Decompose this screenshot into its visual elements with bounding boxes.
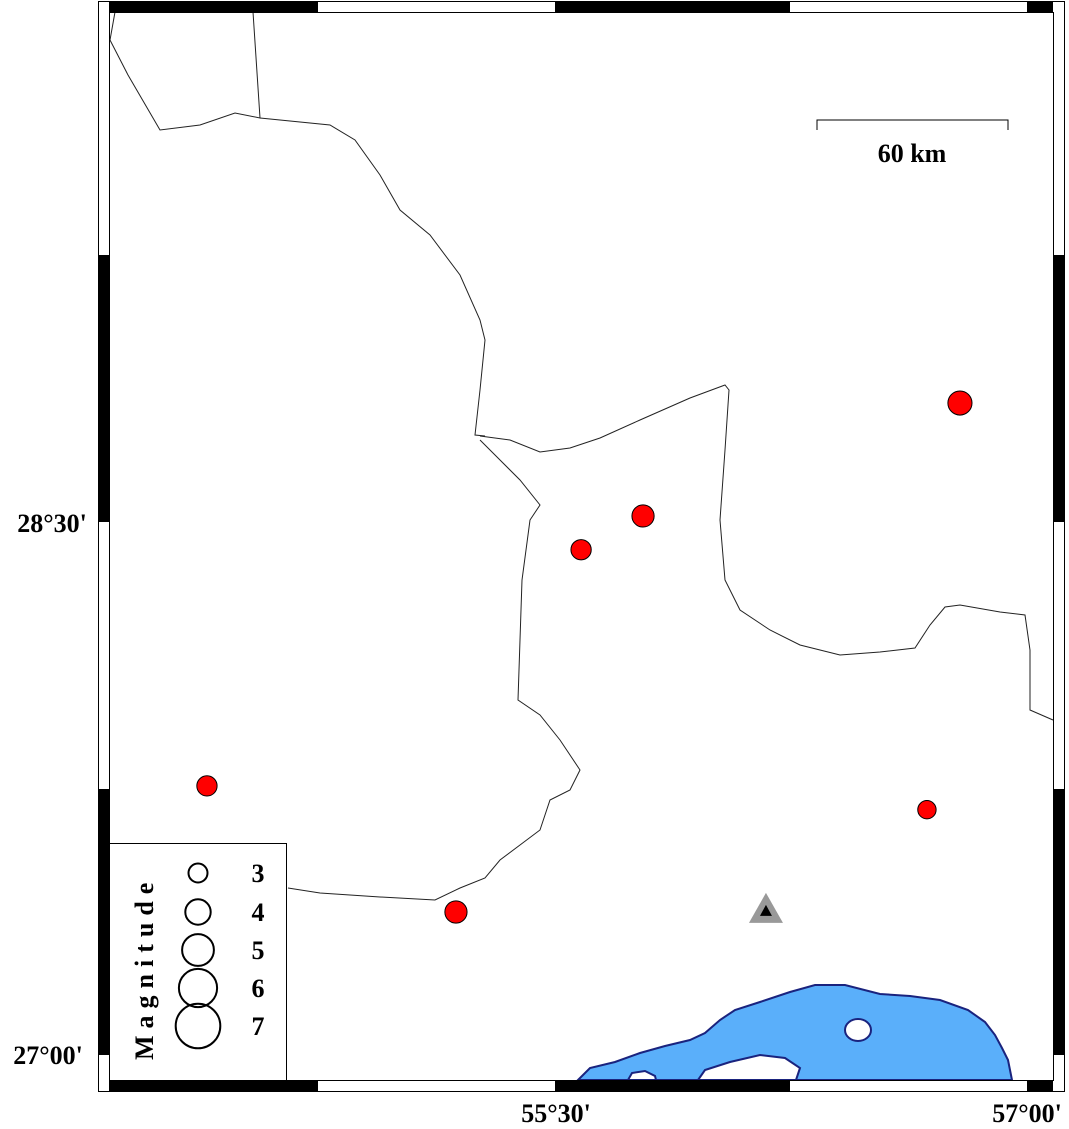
legend-label-4: 4	[252, 898, 265, 927]
earthquake-events	[196, 390, 973, 924]
earthquake-event-1	[196, 775, 218, 797]
legend-circle-5	[181, 933, 215, 967]
legend-circle-6	[177, 967, 219, 1009]
sea	[575, 984, 1014, 1081]
earthquake-event-2	[444, 900, 468, 924]
earthquake-event-3	[570, 539, 592, 561]
map-frame	[98, 1, 1065, 1092]
lon-label-right: 57°00'	[992, 1099, 1062, 1128]
island	[844, 1018, 872, 1042]
earthquake-event-4	[631, 504, 655, 528]
legend-circle-3	[187, 862, 209, 884]
legend-label-5: 5	[252, 936, 265, 965]
station-marker	[748, 892, 783, 923]
station-inner-icon	[759, 904, 772, 916]
lat-label-bottom: 27°00'	[13, 1041, 83, 1070]
legend-label-3: 3	[252, 859, 265, 888]
earthquake-event-6	[917, 800, 937, 820]
lat-label-top: 28°30'	[17, 509, 87, 538]
borders	[109, 11, 1054, 901]
scale-bar: 60 km	[816, 119, 1009, 168]
scale-bar-label: 60 km	[878, 139, 947, 168]
legend-title: Magnitude	[130, 876, 159, 1060]
legend-label-7: 7	[252, 1012, 265, 1041]
lon-label-left: 55°30'	[521, 1099, 591, 1128]
magnitude-legend: Magnitude 3 4 5 6 7	[109, 843, 287, 1081]
island	[696, 1053, 802, 1081]
earthquake-event-5	[947, 390, 973, 416]
legend-label-6: 6	[252, 974, 265, 1003]
legend-circle-7	[174, 1002, 222, 1050]
legend-circle-4	[184, 898, 212, 926]
